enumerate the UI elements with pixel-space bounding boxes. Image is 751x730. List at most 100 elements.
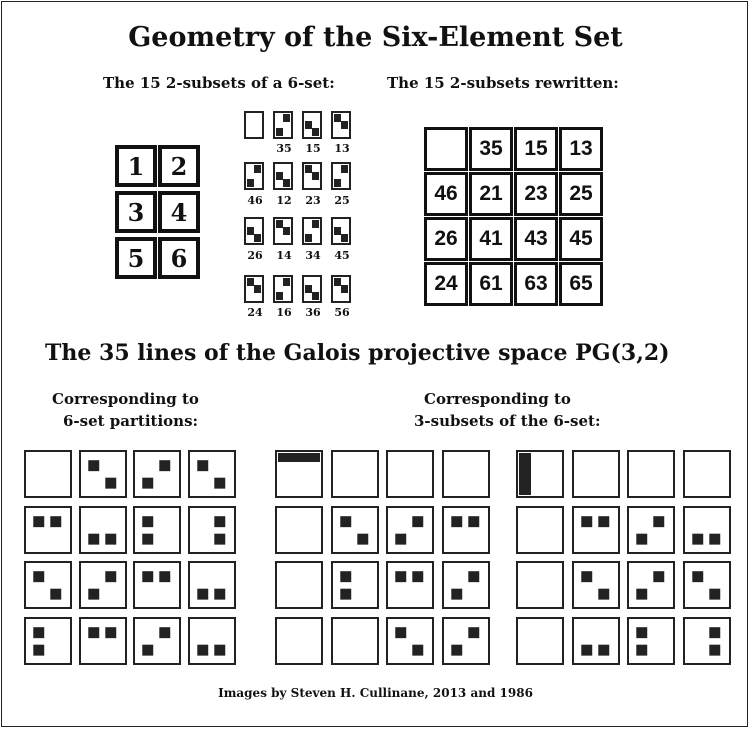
table-cell: 35 (469, 127, 513, 171)
figure-outline (572, 617, 620, 665)
six-set-cell: 3 (115, 191, 157, 233)
figure-block (312, 220, 319, 228)
figure-outline (133, 450, 181, 498)
six-set-cell: 6 (158, 237, 200, 279)
three-subset-figure (627, 506, 675, 554)
table-cell: 65 (559, 262, 603, 306)
figure-outline (331, 450, 379, 498)
table-cell: 43 (514, 217, 558, 261)
figure-outline (188, 450, 236, 498)
figure-block (283, 179, 290, 187)
figure-block (283, 114, 290, 122)
figure-block (451, 588, 463, 600)
three-subset-figure (627, 561, 675, 609)
two-subset-figure (302, 275, 322, 303)
two-subset-figure (331, 275, 351, 303)
figure-block (709, 644, 721, 656)
two-subset-figure (244, 162, 264, 190)
figure-block (105, 533, 117, 545)
figure-block (305, 285, 312, 293)
figure-block (276, 172, 283, 180)
figure-outline (188, 506, 236, 554)
figure-outline (79, 617, 127, 665)
figure-block (283, 227, 290, 235)
figure-block (214, 516, 226, 528)
figure-outline (442, 617, 490, 665)
image-credit: Images by Steven H. Cullinane, 2013 and … (218, 686, 533, 700)
table-cell: 63 (514, 262, 558, 306)
two-subset-figure (331, 162, 351, 190)
figure-outline (683, 617, 731, 665)
figure-block (334, 227, 341, 235)
figure-outline (275, 617, 323, 665)
figure-outline (442, 450, 490, 498)
figure-block (105, 571, 117, 583)
two-subset-label: 14 (276, 249, 292, 262)
figure-outline (572, 561, 620, 609)
partition-figure (188, 561, 236, 609)
figure-outline (516, 506, 564, 554)
six-set-cell: 5 (115, 237, 157, 279)
figure-block (341, 121, 348, 129)
partition-figure (79, 617, 127, 665)
subtitle-two-subsets: The 15 2-subsets of a 6-set: (103, 74, 335, 92)
figure-block (105, 627, 117, 639)
figure-block (214, 477, 226, 489)
table-cell: 21 (469, 172, 513, 216)
figure-block (581, 644, 593, 656)
figure-block (142, 533, 154, 545)
three-subset-figure (442, 450, 490, 498)
figure-block (214, 644, 226, 656)
page-title: Geometry of the Six-Element Set (128, 22, 623, 53)
three-subset-figure (572, 561, 620, 609)
figure-block (636, 644, 648, 656)
figure-block (197, 588, 209, 600)
two-subset-label: 35 (276, 142, 292, 155)
partition-figure (79, 506, 127, 554)
figure-block (340, 588, 352, 600)
two-subset-label: 26 (247, 249, 263, 262)
section-heading: The 35 lines of the Galois projective sp… (45, 340, 670, 366)
two-subset-label: 23 (305, 194, 321, 207)
table-cell: 41 (469, 217, 513, 261)
three-subset-figure (386, 506, 434, 554)
figure-block (305, 234, 312, 242)
figure-block (33, 516, 45, 528)
figure-outline (331, 506, 379, 554)
two-subset-label: 13 (334, 142, 350, 155)
three-subset-figure (683, 617, 731, 665)
figure-outline (683, 450, 731, 498)
figure-block (636, 588, 648, 600)
figure-outline (244, 111, 264, 139)
figure-block (581, 571, 593, 583)
figure-block (636, 533, 648, 545)
three-subset-figure (386, 617, 434, 665)
two-subset-label: 16 (276, 306, 292, 319)
caption-partitions-line1: Corresponding to (52, 390, 199, 408)
figure-block (653, 516, 665, 528)
figure-block (214, 533, 226, 545)
figure-outline (331, 617, 379, 665)
two-subset-figure (331, 217, 351, 245)
two-subset-label: 25 (334, 194, 350, 207)
partition-figure (188, 450, 236, 498)
figure-bar (519, 453, 531, 495)
figure-block (468, 571, 480, 583)
subtitle-rewritten: The 15 2-subsets rewritten: (387, 74, 619, 92)
figure-block (709, 588, 721, 600)
figure-block (312, 128, 319, 136)
two-subset-label: 34 (305, 249, 321, 262)
three-subset-figure (627, 617, 675, 665)
figure-block (305, 165, 312, 173)
figure-block (142, 571, 154, 583)
figure-block (50, 588, 62, 600)
three-subset-figure (275, 617, 323, 665)
figure-block (305, 121, 312, 129)
three-subset-figure (386, 561, 434, 609)
figure-block (88, 627, 100, 639)
figure-block (159, 627, 171, 639)
figure-outline (79, 561, 127, 609)
two-subset-label: 15 (305, 142, 321, 155)
figure-block (334, 179, 341, 187)
two-subset-figure (273, 162, 293, 190)
